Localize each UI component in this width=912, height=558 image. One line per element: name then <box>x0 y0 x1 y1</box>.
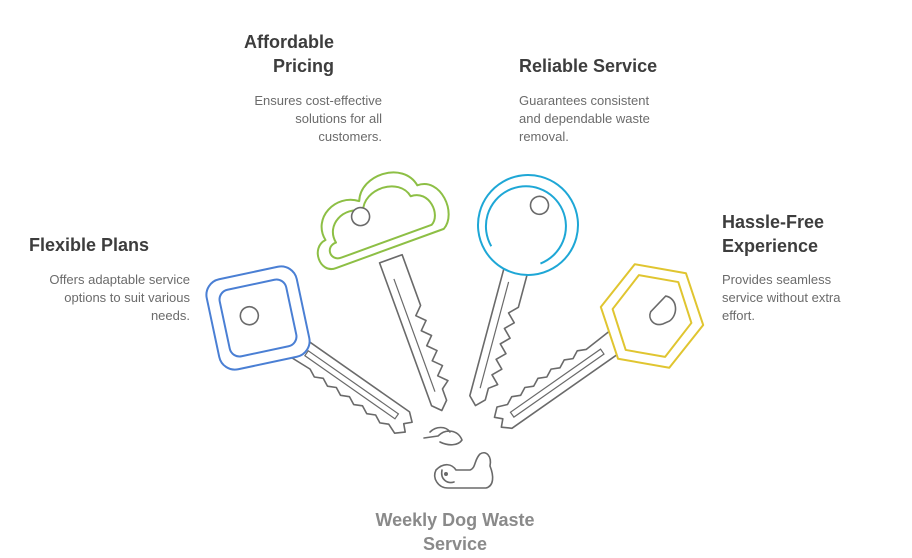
flexible-plans-desc-line-2: options to suit various <box>64 290 190 305</box>
flexible-plans-title-line-1: Flexible Plans <box>29 235 150 255</box>
dog-poop-icon <box>423 426 494 489</box>
hassle-free-experience-title-line-1: Hassle-Free <box>722 212 825 232</box>
reliable-service-desc-line-1: Guarantees consistent <box>519 93 650 108</box>
affordable-pricing-desc-line-3: customers. <box>318 129 382 144</box>
flexible-plans-title: Flexible Plans <box>29 233 209 257</box>
center-title: Weekly Dog Waste Service <box>340 508 570 556</box>
hassle-free-experience-title-line-2: Experience <box>722 236 819 256</box>
reliable-service-key-icon <box>469 174 579 407</box>
affordable-pricing-key-icon <box>316 171 450 412</box>
affordable-pricing-title: Affordable Pricing <box>196 30 334 78</box>
affordable-pricing-desc-line-2: solutions for all <box>295 111 382 126</box>
affordable-pricing-desc-line-1: Ensures cost-effective <box>254 93 382 108</box>
hassle-free-experience-key-icon <box>493 263 705 430</box>
center-title-line-2: Service <box>422 534 488 554</box>
affordable-pricing-desc: Ensures cost-effective solutions for all… <box>196 92 382 146</box>
reliable-service-desc-line-3: removal. <box>519 129 569 144</box>
hassle-free-experience-desc-line-2: service without extra <box>722 290 841 305</box>
hassle-free-experience-desc: Provides seamless service without extra … <box>722 271 892 325</box>
flexible-plans-desc: Offers adaptable service options to suit… <box>10 271 190 325</box>
reliable-service-desc: Guarantees consistent and dependable was… <box>519 92 719 146</box>
hassle-free-experience-desc-line-3: effort. <box>722 308 756 323</box>
affordable-pricing-title-line-1: Affordable <box>244 32 334 52</box>
reliable-service-title-line-1: Reliable Service <box>519 56 658 76</box>
hassle-free-experience-desc-line-1: Provides seamless <box>722 272 832 287</box>
flexible-plans-desc-line-1: Offers adaptable service <box>49 272 190 287</box>
hassle-free-experience-title: Hassle-Free Experience <box>722 210 892 258</box>
center-title-line-1: Weekly Dog Waste <box>375 510 535 530</box>
reliable-service-title: Reliable Service <box>519 54 719 78</box>
flexible-plans-key-icon <box>205 265 413 435</box>
reliable-service-desc-line-2: and dependable waste <box>519 111 650 126</box>
affordable-pricing-title-line-2: Pricing <box>272 56 334 76</box>
flexible-plans-desc-line-3: needs. <box>150 308 190 323</box>
